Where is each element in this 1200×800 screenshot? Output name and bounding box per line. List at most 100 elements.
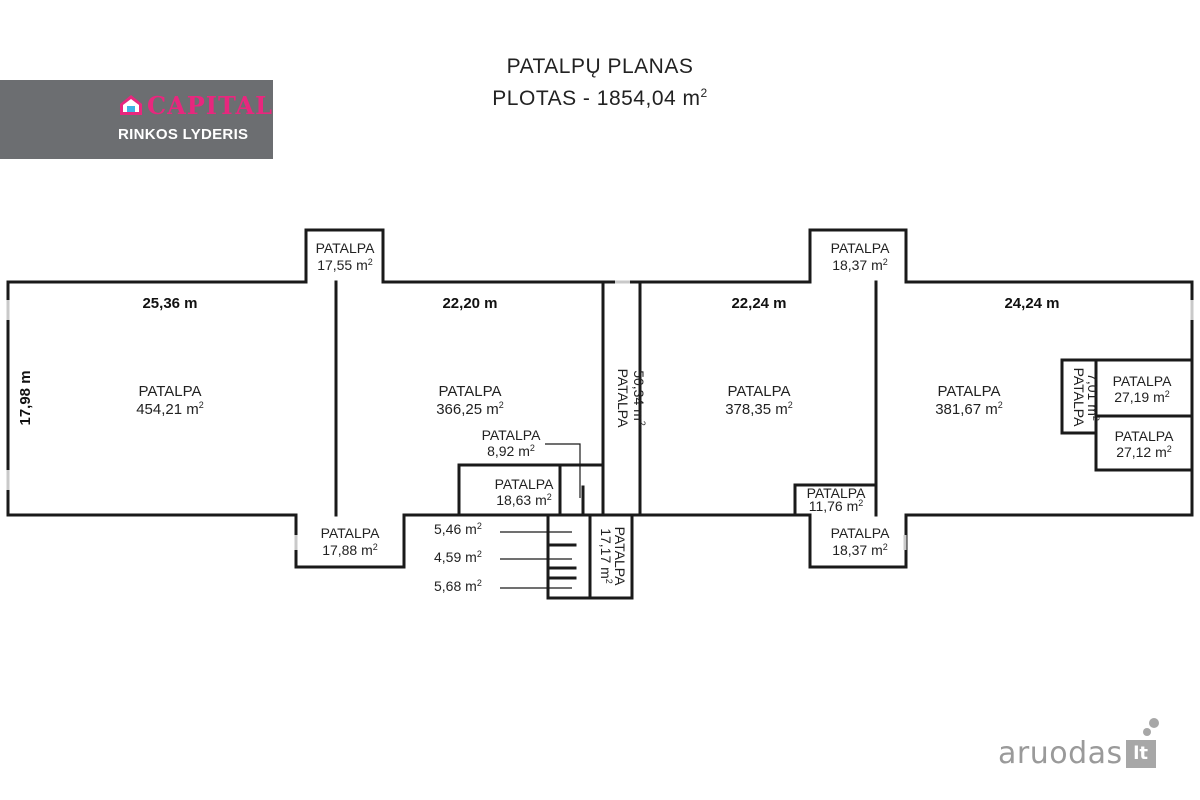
room-corridor: PATALPA 50,34 m2 bbox=[615, 369, 647, 429]
area-sup: 2 bbox=[637, 421, 647, 426]
area-sup: 2 bbox=[477, 521, 482, 531]
room-area: 366,25 m bbox=[436, 401, 499, 418]
logo-wordmark: CAPITAL bbox=[147, 90, 274, 120]
area-sup: 2 bbox=[373, 542, 378, 552]
room-area: 18,37 m bbox=[832, 257, 883, 273]
area-sup: 2 bbox=[858, 498, 863, 508]
area-sup: 2 bbox=[998, 400, 1003, 410]
area-sup: 2 bbox=[199, 400, 204, 410]
room-area: 8,92 m bbox=[487, 443, 530, 459]
svg-text:18,37 m2: 18,37 m2 bbox=[832, 542, 888, 558]
area-sup: 2 bbox=[883, 257, 888, 267]
logo-panel bbox=[0, 80, 273, 159]
room-label: PATALPA bbox=[138, 383, 201, 400]
svg-text:27,19 m2: 27,19 m2 bbox=[1114, 389, 1170, 405]
watermark-box: lt bbox=[1125, 717, 1159, 768]
area-sup: 2 bbox=[1165, 389, 1170, 399]
room-label: PATALPA bbox=[1071, 368, 1087, 428]
room-right-b: PATALPA 27,12 m2 bbox=[1115, 428, 1175, 460]
room-area: 17,88 m bbox=[322, 542, 373, 558]
room-label: PATALPA bbox=[438, 383, 501, 400]
area-sup: 2 bbox=[788, 400, 793, 410]
room-area: 50,34 m bbox=[631, 370, 647, 421]
svg-text:17,88 m2: 17,88 m2 bbox=[322, 542, 378, 558]
room-label: PATALPA bbox=[1115, 428, 1175, 444]
svg-text:50,34 m2: 50,34 m2 bbox=[631, 370, 647, 426]
total-area-text: PLOTAS - 1854,04 m bbox=[492, 87, 701, 110]
room-small-a: PATALPA 8,92 m2 bbox=[482, 427, 542, 459]
watermark-box-text: lt bbox=[1133, 742, 1149, 764]
area-sup: 2 bbox=[604, 579, 614, 584]
room-r3: PATALPA 378,35 m2 bbox=[725, 383, 793, 418]
room-area: 17,17 m bbox=[598, 528, 614, 579]
dim-d1: 25,36 m bbox=[142, 295, 197, 312]
svg-text:18,37 m2: 18,37 m2 bbox=[832, 257, 888, 273]
svg-text:366,25 m2: 366,25 m2 bbox=[436, 400, 504, 418]
room-label: PATALPA bbox=[615, 369, 631, 429]
dim-d2: 22,20 m bbox=[442, 295, 497, 312]
svg-text:381,67 m2: 381,67 m2 bbox=[935, 400, 1003, 418]
room-label: PATALPA bbox=[727, 383, 790, 400]
room-area: 17,55 m bbox=[317, 257, 368, 273]
area-sup: 2 bbox=[477, 549, 482, 559]
room-area: 454,21 m bbox=[136, 401, 199, 418]
room-bot1: PATALPA 17,88 m2 bbox=[321, 525, 381, 558]
wc3-area: 5,68 m2 bbox=[434, 578, 482, 594]
room-label: PATALPA bbox=[612, 527, 628, 587]
plan-title-line2: PLOTAS - 1854,04 m2 bbox=[0, 80, 1200, 112]
dim-d4: 24,24 m bbox=[1004, 295, 1059, 312]
room-label: PATALPA bbox=[495, 476, 555, 492]
area-sup: 2 bbox=[368, 257, 373, 267]
room-label: PATALPA bbox=[807, 485, 867, 501]
room-area: 5,46 m bbox=[434, 521, 477, 537]
logo-subtitle: RINKOS LYDERIS bbox=[118, 126, 249, 143]
room-area: 7,01 m bbox=[1085, 373, 1101, 416]
room-area: 11,76 m bbox=[809, 498, 859, 514]
dim-height: 17,98 m bbox=[17, 370, 34, 425]
wc2-area: 4,59 m2 bbox=[434, 549, 482, 565]
total-area-sup: 2 bbox=[700, 86, 708, 100]
room-bot2: PATALPA 18,37 m2 bbox=[831, 525, 891, 558]
plan-title-line1: PATALPŲ PLANAS bbox=[506, 55, 694, 78]
area-sup: 2 bbox=[530, 443, 535, 453]
room-area: 378,35 m bbox=[725, 401, 788, 418]
smoke-icon bbox=[1148, 717, 1159, 728]
area-sup: 2 bbox=[499, 400, 504, 410]
room-area: 381,67 m bbox=[935, 401, 998, 418]
room-r4: PATALPA 381,67 m2 bbox=[935, 383, 1003, 418]
svg-text:17,55 m2: 17,55 m2 bbox=[317, 257, 373, 273]
area-sup: 2 bbox=[477, 578, 482, 588]
svg-text:27,12 m2: 27,12 m2 bbox=[1116, 444, 1172, 460]
room-label: PATALPA bbox=[316, 240, 376, 256]
room-label: PATALPA bbox=[831, 240, 891, 256]
internal-walls bbox=[334, 280, 1194, 600]
leader-lines bbox=[500, 443, 581, 589]
room-r1: PATALPA 454,21 m2 bbox=[136, 383, 204, 418]
watermark-text: aruodas bbox=[998, 736, 1123, 771]
svg-text:454,21 m2: 454,21 m2 bbox=[136, 400, 204, 418]
windows bbox=[6, 280, 1194, 550]
svg-text:7,01 m2: 7,01 m2 bbox=[1085, 373, 1101, 421]
room-area: 18,63 m bbox=[496, 492, 547, 508]
room-wc-stair: PATALPA 17,17 m2 bbox=[598, 527, 628, 587]
room-label: PATALPA bbox=[937, 383, 1000, 400]
smoke-icon bbox=[1142, 727, 1151, 736]
room-label: PATALPA bbox=[482, 427, 542, 443]
room-area: 27,19 m bbox=[1114, 389, 1165, 405]
svg-text:8,92 m2: 8,92 m2 bbox=[487, 443, 535, 459]
room-label: PATALPA bbox=[1113, 373, 1173, 389]
room-area: 4,59 m bbox=[434, 549, 477, 565]
logo-brand: CAPITAL bbox=[118, 90, 274, 120]
room-area: 27,12 m bbox=[1116, 444, 1167, 460]
area-sup: 2 bbox=[547, 492, 552, 502]
plan-title: PATALPŲ PLANAS PLOTAS - 1854,04 m2 bbox=[0, 54, 1200, 112]
svg-text:18,63 m2: 18,63 m2 bbox=[496, 492, 552, 508]
room-area: 18,37 m bbox=[832, 542, 883, 558]
room-small-c: PATALPA 11,76 m2 bbox=[807, 485, 867, 514]
room-small-b: PATALPA 18,63 m2 bbox=[495, 476, 555, 508]
area-sup: 2 bbox=[1091, 416, 1101, 421]
watermark: aruodas lt bbox=[998, 717, 1159, 771]
room-area: 5,68 m bbox=[434, 578, 477, 594]
room-r2: PATALPA 366,25 m2 bbox=[436, 383, 504, 418]
